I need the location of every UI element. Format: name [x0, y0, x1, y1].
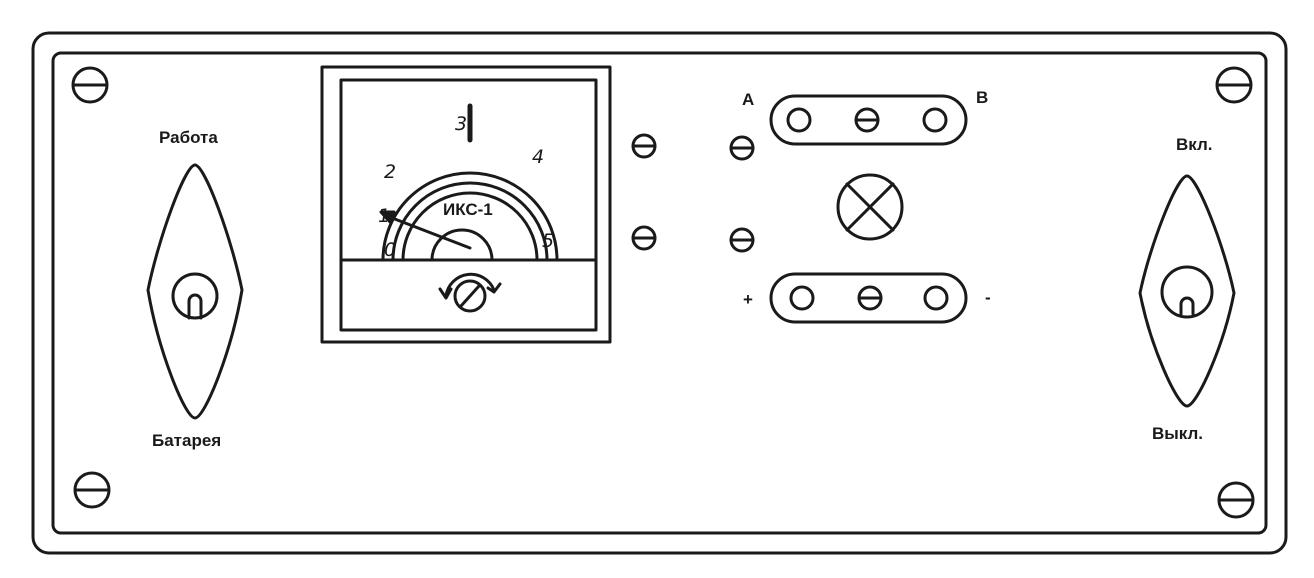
- scale-mark-0: 0: [384, 239, 396, 261]
- meter-name: ИКС-1: [443, 200, 493, 219]
- corner-screw-icon: [71, 66, 109, 104]
- panel-outer-frame: [31, 31, 1288, 555]
- screw-icon: [631, 133, 657, 159]
- scale-arc-outer: [381, 171, 559, 262]
- scale-mark-3: 3: [455, 113, 467, 135]
- panel-inner-frame: [51, 51, 1268, 535]
- needle-pivot: [430, 228, 494, 262]
- terminal-socket-b[interactable]: [922, 107, 948, 133]
- screw-icon: [729, 227, 755, 253]
- switch-knob: [1160, 265, 1214, 319]
- terminal-socket-a[interactable]: [786, 107, 812, 133]
- left-switch-top-label: Работа: [159, 128, 218, 147]
- scale-mark-2: 2: [384, 161, 396, 183]
- corner-screw-icon: [1215, 66, 1253, 104]
- corner-screw-icon: [73, 471, 111, 509]
- mode-switch-left[interactable]: [146, 163, 244, 420]
- scale-mark-4: 4: [532, 146, 544, 168]
- corner-screw-icon: [1217, 481, 1255, 519]
- terminal-label-minus: -: [985, 288, 991, 307]
- switch-plate: [1138, 174, 1236, 408]
- terminal-socket-plus[interactable]: [789, 285, 815, 311]
- indicator-lamp-icon: [836, 173, 904, 241]
- switch-lever: [1179, 296, 1195, 316]
- switch-lever: [187, 293, 203, 320]
- meter-window: [339, 78, 598, 332]
- terminal-label-a: А: [742, 90, 754, 109]
- scale-arc-inner: [401, 191, 539, 262]
- scale-mark-5: 5: [542, 230, 554, 252]
- terminal-screw-icon: [854, 107, 880, 133]
- switch-plate: [146, 163, 244, 420]
- terminal-strip-power: [769, 272, 968, 324]
- terminal-label-b: В: [976, 88, 988, 107]
- meter-needle: [385, 214, 472, 250]
- needle-tip: [379, 210, 396, 224]
- right-switch-bottom-label: Выкл.: [1152, 424, 1203, 443]
- power-switch-right[interactable]: [1138, 174, 1236, 408]
- screw-icon: [631, 225, 657, 251]
- meter-bezel: [320, 65, 612, 344]
- left-switch-bottom-label: Батарея: [152, 431, 221, 450]
- terminal-label-plus: +: [743, 290, 753, 309]
- switch-knob: [171, 272, 219, 320]
- scale-arc-mid: [391, 181, 549, 262]
- meter-ikc1: [320, 65, 612, 344]
- right-switch-top-label: Вкл.: [1176, 135, 1213, 154]
- screw-icon: [729, 135, 755, 161]
- terminal-socket-minus[interactable]: [923, 285, 949, 311]
- scale-mark-1: 1: [378, 205, 390, 227]
- terminal-screw-icon: [857, 285, 883, 311]
- zero-adjust-screw-icon[interactable]: [438, 272, 502, 313]
- terminal-strip-ab: [769, 94, 968, 146]
